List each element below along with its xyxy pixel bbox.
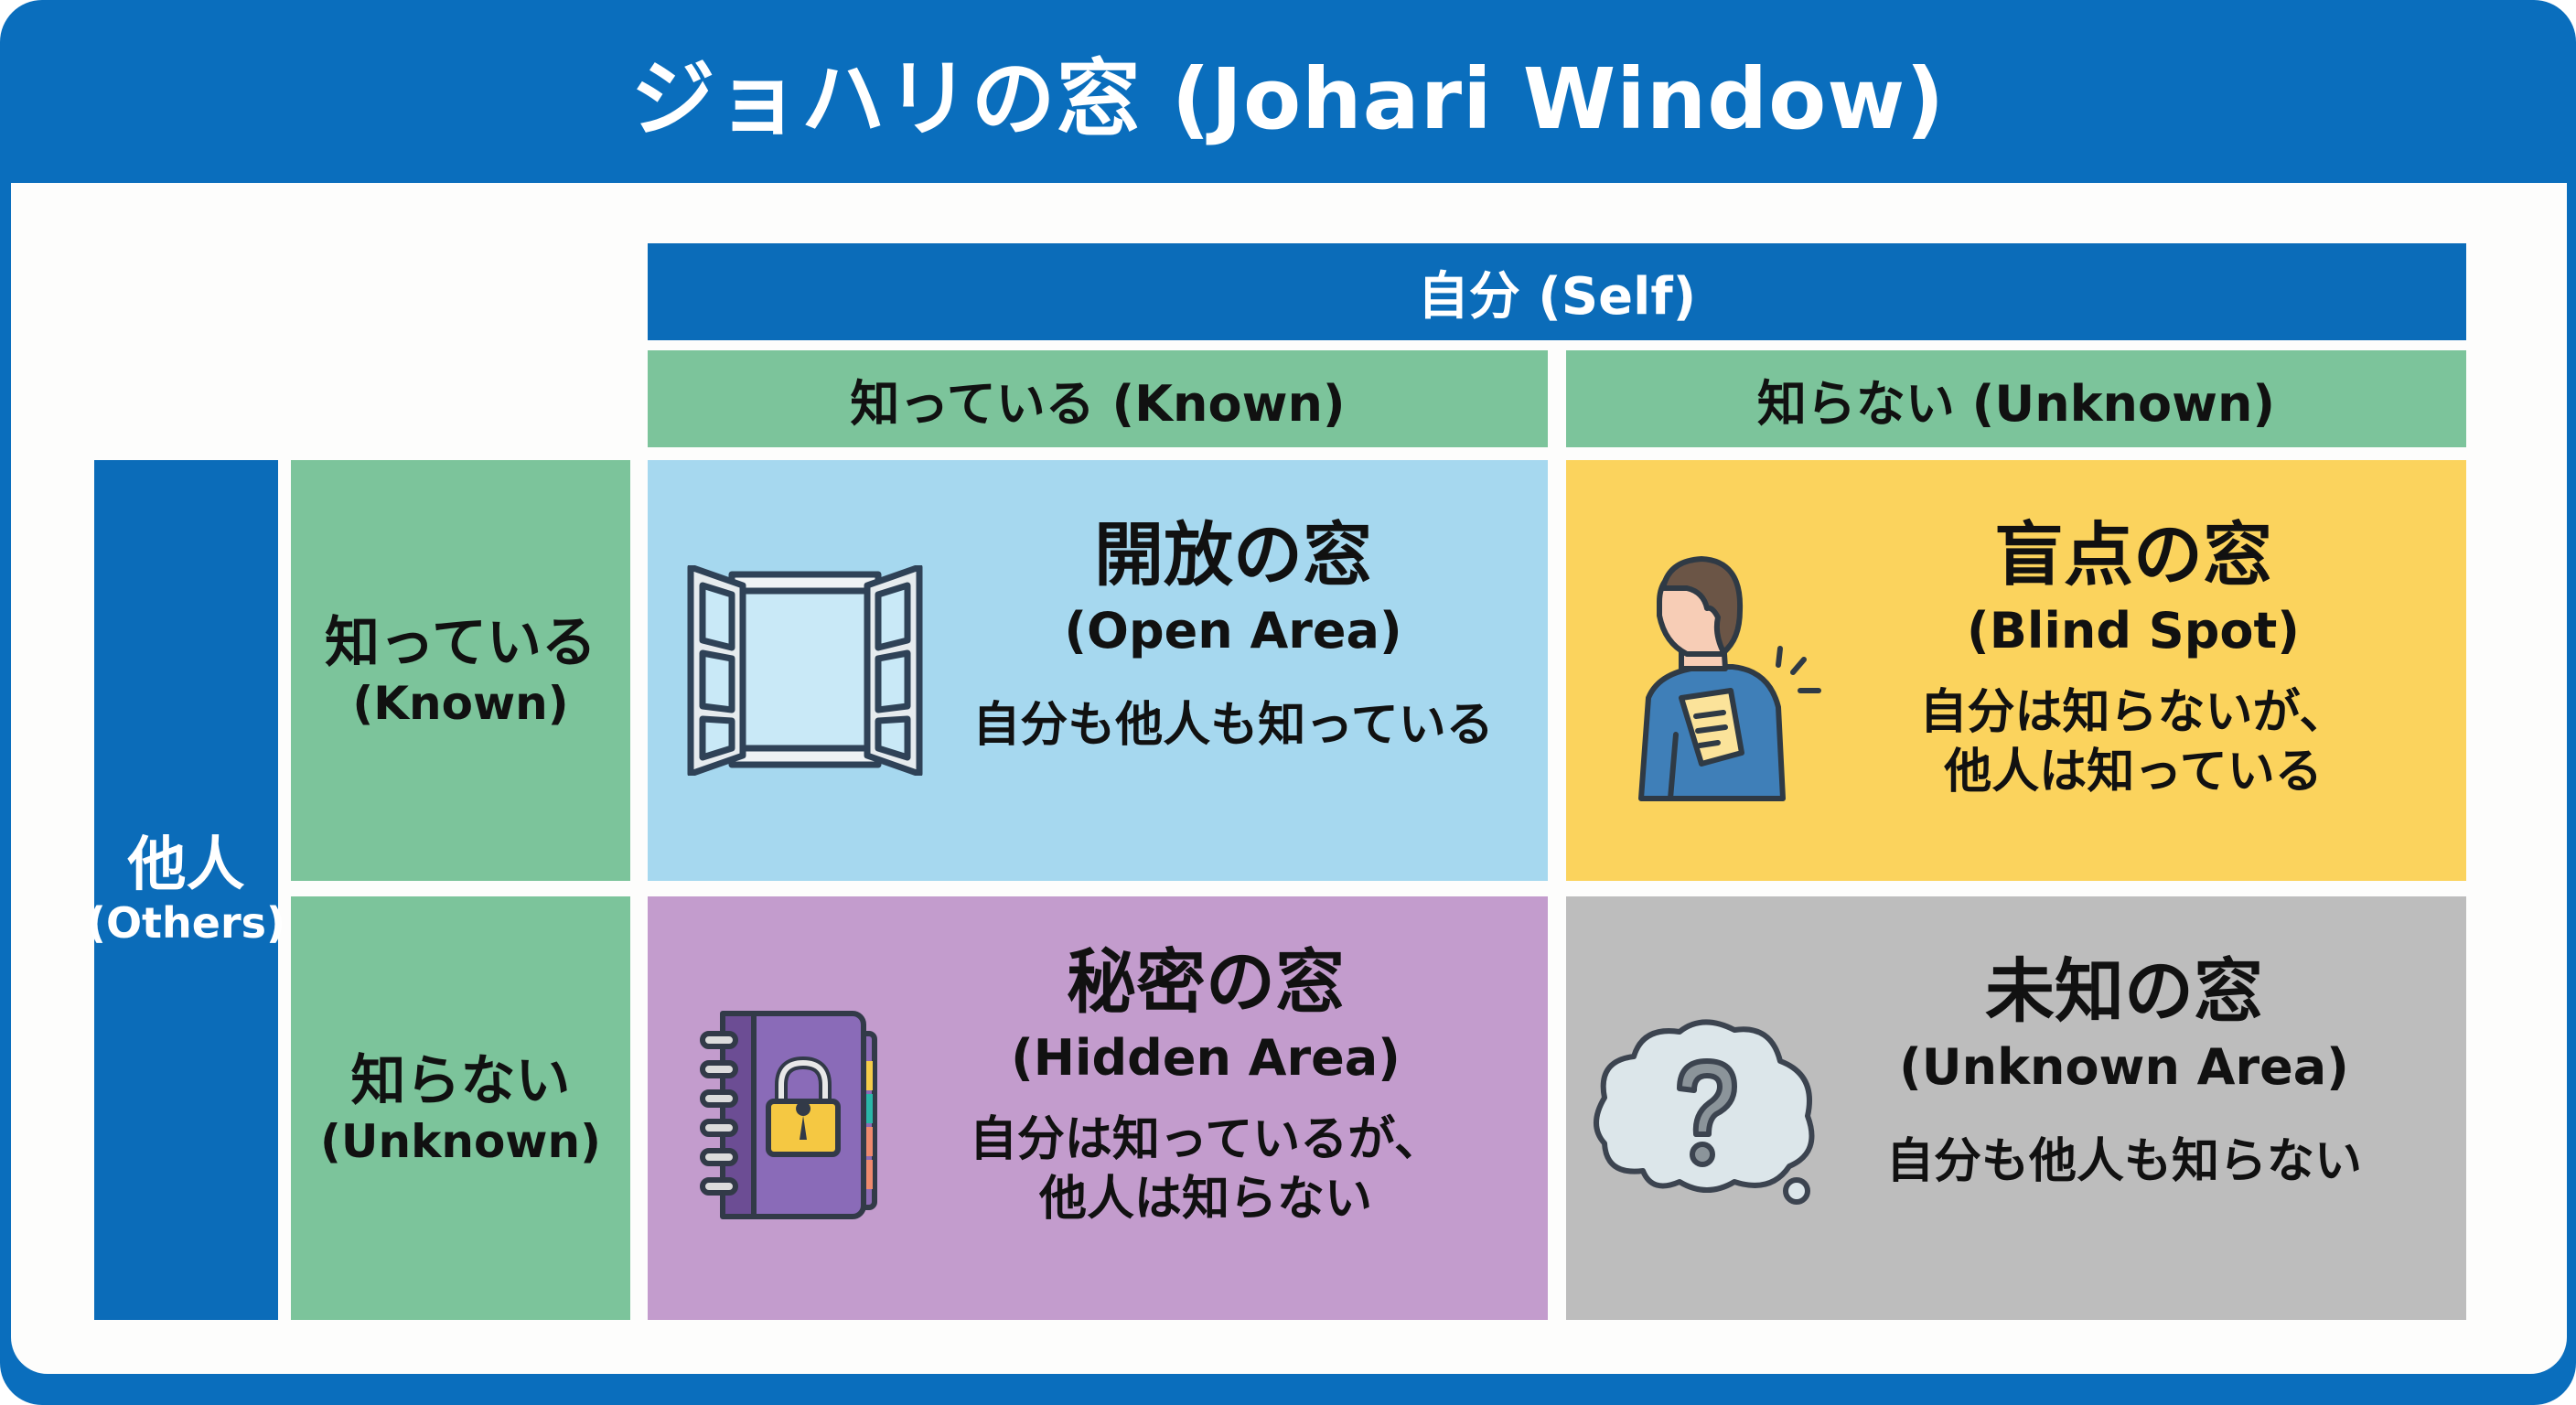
quadrant-description: 自分も他人も知っている [972, 697, 1494, 753]
quadrant-unknown-text: 未知の窓 (Unknown Area) 自分も他人も知らない [1831, 953, 2417, 1192]
quadrant-blind-text: 盲点の窓 (Blind Spot) 自分は知らないが、 他人は知っている [1841, 517, 2426, 802]
others-label-jp: 他人 [127, 831, 245, 899]
quadrant-subtitle: (Unknown Area) [1899, 1037, 2349, 1096]
quadrant-hidden-area: 秘密の窓 (Hidden Area) 自分は知っているが、 他人は知らない [648, 896, 1548, 1320]
quadrant-unknown-area: 未知の窓 (Unknown Area) 自分も他人も知らない [1566, 896, 2466, 1320]
quadrant-title: 開放の窓 [1094, 514, 1372, 595]
quadrant-title: 秘密の窓 [1067, 941, 1345, 1023]
open-window-icon [687, 565, 923, 776]
column-header-unknown: 知らない (Unknown) [1566, 350, 2466, 447]
quadrant-blind-spot: 盲点の窓 (Blind Spot) 自分は知らないが、 他人は知っている [1566, 460, 2466, 881]
others-label-en: (Others) [86, 898, 286, 949]
column-header-known: 知っている (Known) [648, 350, 1548, 447]
quadrant-description-line1: 自分は知らないが、 [1919, 684, 2347, 740]
row-unknown-en: (Unknown) [320, 1114, 601, 1168]
quadrant-open-text: 開放の窓 (Open Area) 自分も他人も知っている [950, 517, 1517, 756]
row-unknown-jp: 知らない [350, 1048, 571, 1113]
self-header: 自分 (Self) [648, 243, 2466, 340]
quadrant-description-line1: 自分は知っているが、 [969, 1111, 1443, 1167]
row-known-jp: 知っている [325, 611, 596, 675]
quadrant-subtitle: (Hidden Area) [1011, 1028, 1401, 1087]
quadrant-title: 未知の窓 [1985, 950, 2263, 1032]
quadrant-description-line2: 他人は知らない [1038, 1171, 1372, 1227]
others-header: 他人 (Others) [87, 460, 285, 1320]
quadrant-hidden-text: 秘密の窓 (Hidden Area) 自分は知っているが、 他人は知らない [913, 944, 1498, 1229]
quadrant-title: 盲点の窓 [1994, 514, 2272, 595]
question-cloud-icon [1594, 1019, 1815, 1205]
row-header-known: 知っている (Known) [291, 460, 630, 881]
locked-notebook-icon [700, 1011, 877, 1219]
quadrant-subtitle: (Open Area) [1064, 601, 1402, 660]
person-with-note-icon [1638, 556, 1821, 801]
row-header-unknown: 知らない (Unknown) [291, 896, 630, 1320]
quadrant-open-area: 開放の窓 (Open Area) 自分も他人も知っている [648, 460, 1548, 881]
quadrant-subtitle: (Blind Spot) [1967, 601, 2300, 660]
page-title: ジョハリの窓 (Johari Window) [630, 49, 1946, 148]
row-known-en: (Known) [352, 677, 569, 730]
quadrant-description-line2: 他人は知っている [1944, 744, 2323, 799]
quadrant-description: 自分も他人も知らない [1885, 1133, 2362, 1189]
